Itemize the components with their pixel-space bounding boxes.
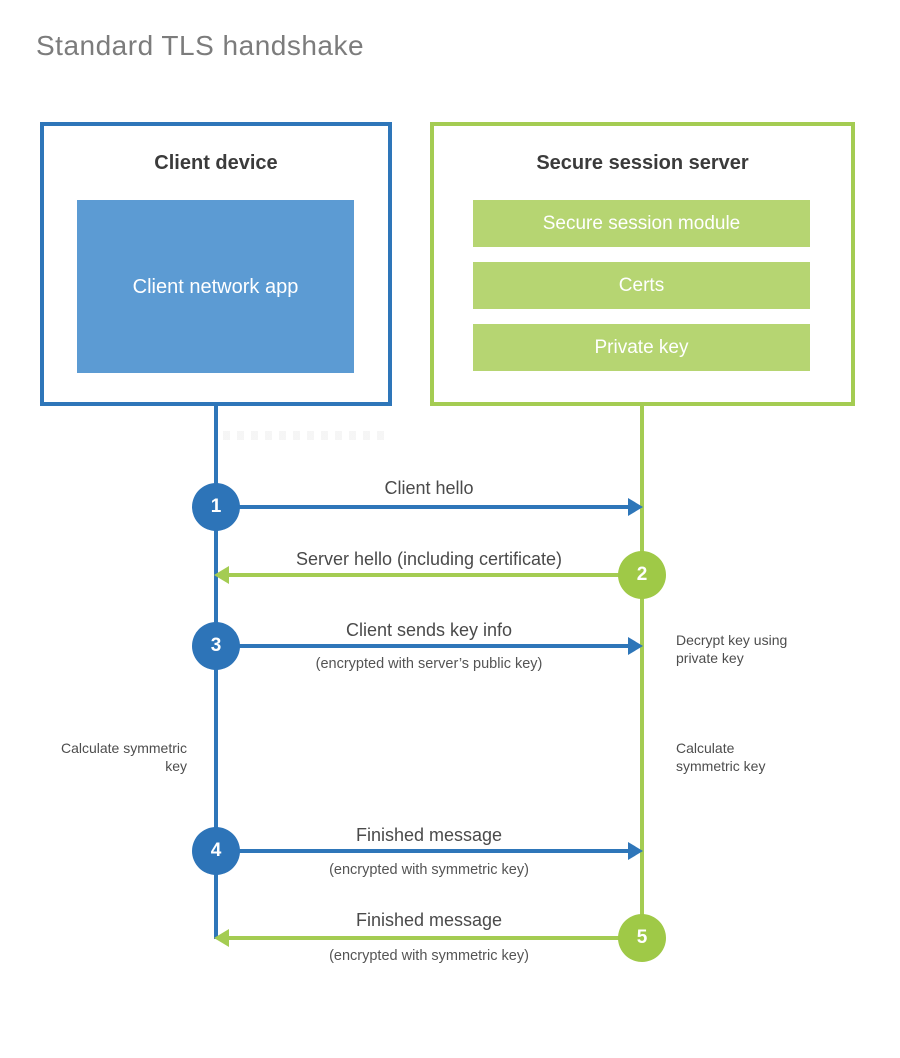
step-circle-3: 3 — [192, 622, 240, 670]
message-sublabel-client-key-info: (encrypted with server’s public key) — [315, 656, 543, 672]
step-circle-4: 4 — [192, 827, 240, 875]
step-circle-5: 5 — [618, 914, 666, 962]
page-title: Standard TLS handshake — [36, 30, 365, 61]
message-label-finished-server: Finished message — [355, 910, 503, 930]
client-network-app-label: Client network app — [132, 275, 299, 298]
server-module-certs: Certs — [473, 262, 810, 309]
note-decrypt-key: Decrypt key using private key — [676, 632, 788, 666]
arrow-shaft-client-hello — [216, 505, 628, 509]
faint-dash-artifact — [223, 431, 385, 440]
message-sublabel-finished-client: (encrypted with symmetric key) — [329, 862, 529, 878]
message-label-client-key-info: Client sends key info — [345, 620, 513, 640]
note-calculate-symmetric-key-server: Calculate symmetric key — [676, 740, 766, 774]
note-calculate-symmetric-key-client: Calculate symmetric key — [60, 740, 187, 774]
arrow-head-right-icon — [628, 498, 643, 516]
arrow-head-right-icon — [628, 842, 643, 860]
arrow-shaft-finished-server — [229, 936, 642, 940]
arrow-head-left-icon — [214, 566, 229, 584]
client-lifeline — [214, 406, 218, 939]
message-label-server-hello: Server hello (including certificate) — [295, 549, 563, 569]
step-circle-2: 2 — [618, 551, 666, 599]
server-module-private-key: Private key — [473, 324, 810, 371]
message-label-finished-client: Finished message — [355, 825, 503, 845]
arrow-shaft-client-key-info — [216, 644, 628, 648]
client-device-title: Client device — [154, 152, 278, 174]
message-sublabel-finished-server: (encrypted with symmetric key) — [329, 948, 529, 964]
arrow-head-left-icon — [214, 929, 229, 947]
message-label-client-hello: Client hello — [384, 478, 474, 498]
arrow-head-right-icon — [628, 637, 643, 655]
server-module-secure-session-module: Secure session module — [473, 200, 810, 247]
step-circle-1: 1 — [192, 483, 240, 531]
server-lifeline — [640, 406, 644, 939]
secure-session-server-title: Secure session server — [536, 152, 749, 174]
arrow-shaft-server-hello — [229, 573, 642, 577]
client-network-app-box: Client network app — [77, 200, 354, 373]
arrow-shaft-finished-client — [216, 849, 628, 853]
